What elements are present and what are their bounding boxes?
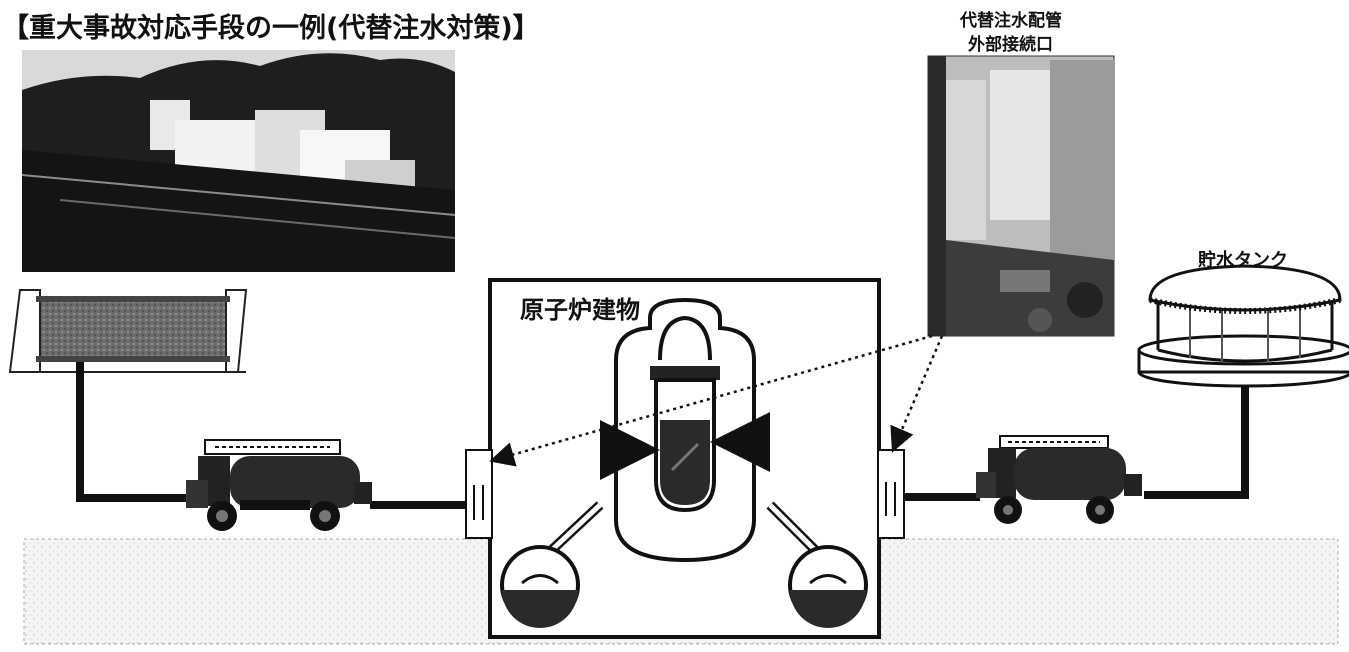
water-tank-label: 貯水タンク bbox=[1198, 250, 1288, 271]
connection-port-photo bbox=[927, 55, 1115, 337]
connection-pointer-lines bbox=[489, 334, 944, 467]
connection-port-right bbox=[877, 449, 905, 539]
storage-tank-icon bbox=[1137, 264, 1349, 388]
fire-truck-icon-right bbox=[976, 435, 1142, 524]
connection-port-label-line1: 代替注水配管 bbox=[960, 11, 1062, 31]
fire-truck-icon-left bbox=[186, 439, 372, 531]
water-pool-icon bbox=[8, 289, 248, 373]
power-plant-photo bbox=[21, 50, 456, 273]
reactor-vessel-icon bbox=[500, 297, 868, 628]
reactor-building-label: 原子炉建物 bbox=[520, 296, 640, 324]
page-title: 【重大事故対応手段の一例(代替注水対策)】 bbox=[2, 13, 540, 44]
connection-port-left bbox=[465, 449, 493, 539]
connection-port-label-line2: 外部接続口 bbox=[968, 35, 1053, 55]
